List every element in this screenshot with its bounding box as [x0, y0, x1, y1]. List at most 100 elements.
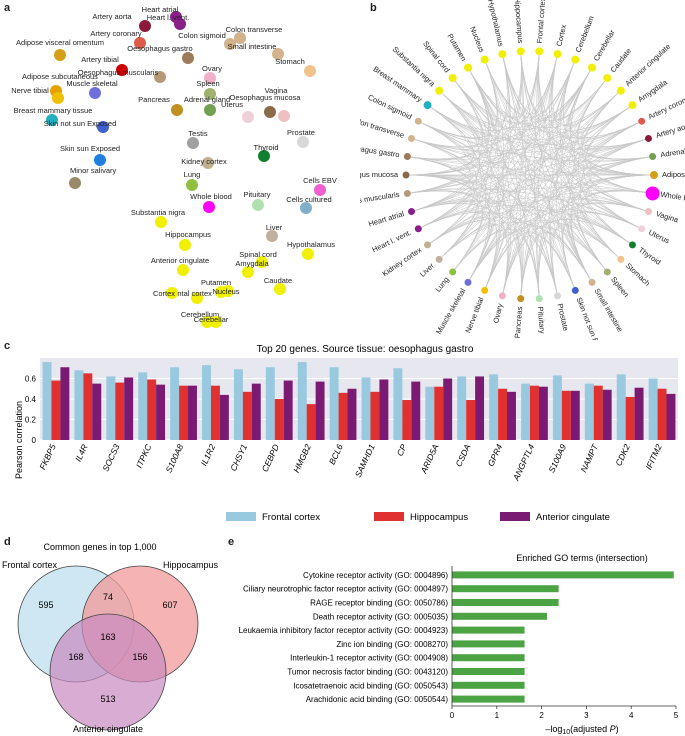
- circle-edge: [411, 203, 522, 299]
- network-node-dot: [304, 65, 316, 77]
- bar-frontal-cortex: [584, 383, 594, 440]
- circle-edge: [427, 104, 483, 260]
- network-node-dot: [52, 92, 64, 104]
- bar-frontal-cortex: [616, 374, 626, 440]
- circle-node-label: Nerve tibial: [463, 296, 485, 335]
- bar-hippocampus: [306, 404, 316, 440]
- circle-node: [448, 74, 457, 83]
- circle-node: [628, 101, 637, 110]
- network-node: Liver: [266, 223, 283, 242]
- bar-hippocampus: [625, 396, 635, 440]
- circle-edge: [405, 51, 522, 176]
- network-node-dot: [300, 202, 312, 214]
- venn-diagram: Common genes in top 1,000 Frontal cortex…: [2, 542, 218, 734]
- go-x-axis-label: –log10(adjusted P): [545, 724, 618, 736]
- bar-hippocampus: [370, 391, 380, 440]
- x-tick-label: NAMPT: [578, 442, 600, 474]
- circle-edge: [467, 230, 505, 291]
- network-node-dot: [274, 283, 286, 295]
- bar-frontal-cortex: [329, 367, 339, 440]
- y-tick-label: 0.6: [25, 375, 37, 384]
- circle-edge: [484, 104, 633, 291]
- circle-node: [571, 286, 579, 294]
- circle-edge: [452, 67, 593, 273]
- circle-edges: [405, 51, 655, 299]
- circle-node: [650, 171, 658, 179]
- bar-anterior-cingulate: [538, 386, 548, 440]
- circle-edge: [520, 51, 526, 299]
- circle-node: [449, 268, 457, 276]
- chart-title: Top 20 genes. Source tissue: oesophagus …: [257, 344, 474, 355]
- network-node: Heart l. vent.: [147, 13, 190, 30]
- network-node: Hypothalamus: [287, 240, 335, 260]
- go-x-tick-label: 4: [629, 711, 634, 720]
- network-node: Whole blood: [190, 192, 232, 213]
- x-tick-label: CDK2: [613, 442, 632, 467]
- circle-node-label: Liver: [418, 261, 436, 279]
- bar-anterior-cingulate: [156, 384, 166, 440]
- network-node-label: Artery tibial: [81, 55, 119, 64]
- circle-edge: [520, 51, 653, 194]
- circle-node-label: Putamen: [446, 32, 469, 63]
- circle-node: [408, 134, 416, 142]
- network-node-dot: [166, 287, 178, 299]
- network-node-label: Heart l. vent.: [147, 13, 190, 22]
- go-term-label: Zinc ion binding (GO: 0008270): [336, 640, 448, 649]
- network-node: Cerebellum: [181, 310, 219, 328]
- circle-node: [464, 278, 472, 286]
- network-node-dot: [204, 72, 216, 84]
- bar-frontal-cortex: [552, 375, 562, 440]
- venn-count-frontal-only: 595: [38, 600, 53, 610]
- circle-edge: [538, 51, 633, 246]
- network-node-dot: [201, 316, 213, 328]
- network-node-dot: [224, 38, 236, 50]
- network-node: Adipose visceral omentum: [16, 38, 104, 61]
- circle-node: [617, 255, 625, 263]
- network-node-label: Caudate: [264, 276, 292, 285]
- bar-hippocampus: [561, 390, 571, 440]
- network-node-label: Stomach: [275, 57, 305, 66]
- circle-node: [423, 101, 432, 110]
- circle-node: [638, 117, 646, 125]
- bar-frontal-cortex: [233, 369, 243, 440]
- network-node-dot: [139, 20, 151, 32]
- network-node-label: Muscle skeletal: [66, 79, 118, 88]
- network-node-label: Amygdala: [235, 259, 269, 268]
- panel-label-c: c: [4, 340, 11, 352]
- circle-node-label: Colon transverse: [360, 115, 405, 140]
- network-node-label: Substantia nigra: [131, 208, 186, 217]
- network-node: Anterior cingulate: [151, 256, 209, 276]
- network-node: Skin not sun Exposed: [44, 119, 116, 133]
- network-node: Artery coronary: [90, 29, 146, 49]
- x-tick-label: S100A9: [546, 442, 568, 474]
- network-node: Hippocampus: [165, 230, 211, 251]
- circle-edge: [484, 59, 642, 139]
- network-node: Cells EBV: [303, 176, 337, 196]
- bar-frontal-cortex: [521, 383, 530, 440]
- network-node: Lung: [184, 170, 200, 191]
- y-tick-label: 0.2: [25, 416, 37, 425]
- network-node-dot: [272, 48, 284, 60]
- circle-edge: [562, 138, 649, 291]
- circle-node-label: Artery aorta: [655, 120, 685, 140]
- network-node-dot: [266, 230, 278, 242]
- network-node: Frontal cortex: [166, 289, 212, 304]
- circle-edge: [418, 212, 558, 296]
- circle-edge: [484, 59, 649, 212]
- bar-frontal-cortex: [170, 367, 180, 440]
- bar-frontal-cortex: [138, 372, 148, 440]
- network-node: Stomach: [275, 57, 316, 77]
- venn-set-label-frontal: Frontal cortex: [2, 560, 58, 570]
- circle-node-label: Oesophagus muscularis: [360, 190, 400, 211]
- circle-node: [554, 292, 562, 300]
- circle-node-label: Frontal cortex: [535, 0, 547, 44]
- circle-node: [517, 295, 525, 303]
- circle-node: [628, 241, 636, 249]
- bar-hippocampus: [179, 385, 189, 440]
- circle-node: [464, 63, 472, 72]
- network-node-dot: [69, 177, 81, 189]
- go-term-label: Leukaemia inhibitory factor receptor act…: [239, 626, 449, 635]
- go-x-tick-label: 3: [584, 711, 589, 720]
- network-node: Colon sigmoid: [178, 31, 236, 50]
- bar-anterior-cingulate: [347, 388, 357, 440]
